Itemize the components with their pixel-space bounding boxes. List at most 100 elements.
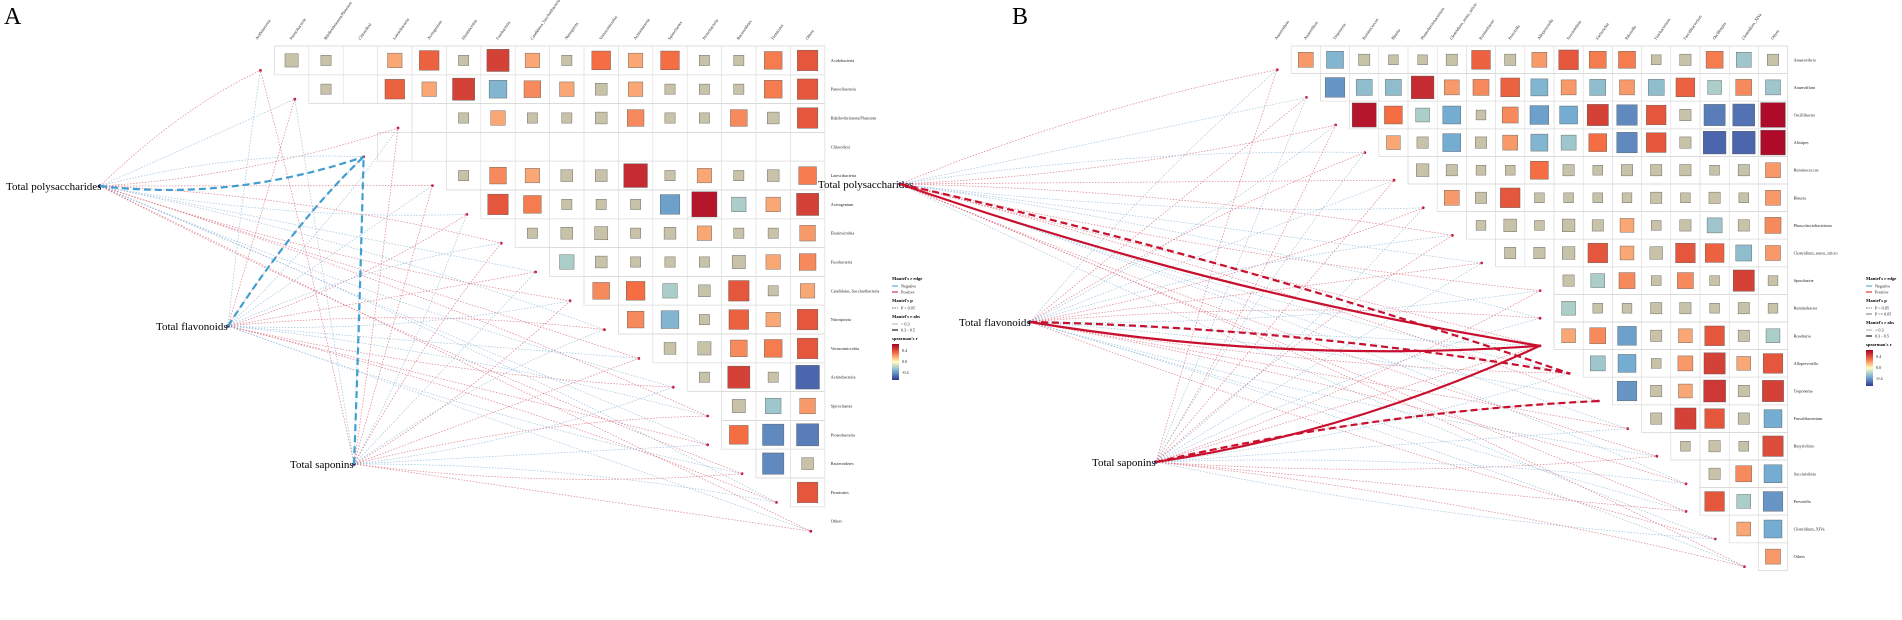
mantel-link-significant <box>1030 322 1569 373</box>
correlation-square <box>1651 276 1661 286</box>
correlation-square <box>562 199 572 209</box>
correlation-square <box>1710 165 1720 175</box>
mantel-link <box>900 184 1482 263</box>
column-label: Clostridium_XIVa <box>1741 12 1763 40</box>
correlation-square <box>1737 494 1751 508</box>
correlation-square <box>1733 270 1754 291</box>
correlation-square <box>1651 303 1662 314</box>
column-label: Firmicutes <box>770 23 785 41</box>
correlation-square <box>1589 134 1607 152</box>
mantel-link <box>1030 180 1394 322</box>
correlation-square <box>1418 55 1428 65</box>
mantel-link <box>228 99 295 326</box>
correlation-square <box>1765 217 1781 233</box>
column-label: Actinobacteria <box>632 17 650 40</box>
correlation-square <box>699 314 709 324</box>
mantel-link <box>900 184 1540 291</box>
correlation-square <box>697 168 712 183</box>
column-label: Acidobacteria <box>254 18 272 40</box>
heatmap-cell-frame <box>687 132 721 161</box>
heatmap-cell-frame <box>446 132 480 161</box>
correlation-square <box>1475 137 1486 148</box>
correlation-square <box>1764 520 1782 538</box>
correlation-square <box>1651 330 1662 341</box>
correlation-square <box>1530 161 1548 179</box>
column-label: Ruminococcus <box>1361 17 1380 41</box>
correlation-square <box>1680 220 1691 231</box>
correlation-square <box>699 113 709 123</box>
row-label: Alistipes <box>1794 140 1809 145</box>
correlation-square <box>1590 328 1606 344</box>
correlation-square <box>1764 410 1782 428</box>
correlation-square <box>698 285 710 297</box>
correlation-square <box>626 281 645 300</box>
correlation-square <box>1388 55 1398 65</box>
correlation-square <box>1531 134 1548 151</box>
correlation-square <box>1620 218 1634 232</box>
legend-r-label: 0.3 - 0.5 <box>1875 334 1889 339</box>
correlation-square <box>1646 105 1666 125</box>
correlation-square <box>1472 50 1491 69</box>
mantel-link <box>1156 291 1540 462</box>
correlation-square <box>1473 79 1489 95</box>
correlation-square <box>1651 192 1662 203</box>
legend-scale-tick: 0.0 <box>1876 365 1881 370</box>
mantel-link <box>100 156 364 186</box>
correlation-square <box>627 110 644 127</box>
correlation-square <box>1765 549 1780 564</box>
column-label: Fusobacteria <box>495 20 511 41</box>
correlation-square <box>1762 380 1783 401</box>
heatmap-cell-frame <box>343 75 377 104</box>
legend-title-p: Mantel's p <box>1866 298 1887 303</box>
correlation-square <box>1589 51 1606 68</box>
correlation-square <box>1768 276 1778 286</box>
correlation-square <box>527 113 537 123</box>
correlation-square <box>1737 356 1751 370</box>
mantel-link <box>1156 462 1715 539</box>
correlation-square <box>664 342 676 354</box>
correlation-square <box>1763 492 1783 512</box>
correlation-square <box>1738 165 1749 176</box>
correlation-square <box>1678 384 1692 398</box>
correlation-square <box>1502 107 1518 123</box>
correlation-square <box>698 342 711 355</box>
correlation-square <box>1561 80 1576 95</box>
row-label: Ruminococcus <box>1794 168 1819 173</box>
correlation-square <box>1617 105 1637 125</box>
row-label: Latescibacteria <box>831 173 856 178</box>
legend-r-label: < 0.3 <box>901 322 910 327</box>
correlation-square <box>1504 219 1517 232</box>
correlation-square <box>1736 79 1752 95</box>
correlation-square <box>1761 103 1786 128</box>
legend-title-r: Mantel's r abs <box>892 314 920 319</box>
correlation-square <box>630 257 640 267</box>
correlation-square <box>1705 326 1725 346</box>
correlation-square <box>527 228 537 238</box>
correlation-square <box>1620 246 1634 260</box>
correlation-square <box>562 55 572 65</box>
mantel-link <box>1156 180 1394 462</box>
correlation-square <box>1298 52 1313 67</box>
correlation-square <box>764 340 782 358</box>
column-label: Phascolarctobacterium <box>1419 6 1445 41</box>
correlation-square <box>1534 193 1544 203</box>
correlation-square <box>1710 303 1720 313</box>
correlation-square <box>734 228 744 238</box>
row-label: Oscillibacter <box>1794 113 1816 118</box>
correlation-square <box>1736 245 1752 261</box>
heatmap-cell-frame <box>481 132 515 161</box>
heatmap-cell-frame <box>515 132 549 161</box>
correlation-square <box>1563 165 1574 176</box>
correlation-square <box>1534 220 1544 230</box>
correlation-square <box>730 110 747 127</box>
column-label: Alloprevotella <box>1536 18 1554 41</box>
correlation-square <box>1737 522 1751 536</box>
correlation-square <box>1446 165 1457 176</box>
correlation-square <box>1680 193 1690 203</box>
correlation-square <box>490 167 507 184</box>
row-label: Blautia <box>1794 195 1806 200</box>
factor-label: Total polysaccharides <box>818 179 913 191</box>
row-label: Succinivibrio <box>1794 471 1817 476</box>
row-label: Chloroflexi <box>831 144 851 149</box>
correlation-square <box>1676 78 1695 97</box>
